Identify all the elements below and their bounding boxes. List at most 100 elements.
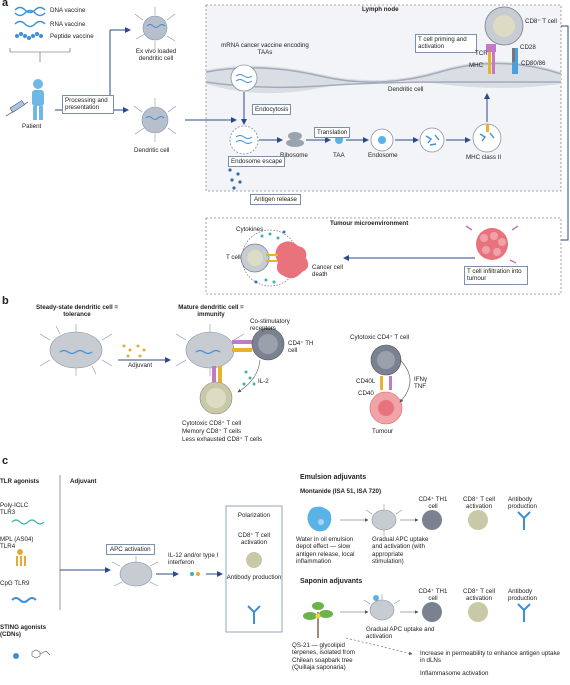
mature-title: Mature dendritic cell = immunity [178, 304, 244, 319]
lymph-node-title: Lymph node [362, 6, 399, 13]
cd40-label: CD40 [358, 390, 374, 397]
outcome-polarization: Polarization [237, 512, 271, 519]
cytotoxic-t-cell-icon [240, 243, 270, 273]
emulsion-antibody-label: Antibody production [508, 496, 537, 511]
saponin-title: Saponin adjuvants [300, 578, 363, 585]
soapbark-tree-icon [303, 602, 333, 638]
mhc-label: MHC [469, 62, 484, 69]
t-cell-label: T cell [226, 254, 241, 261]
cancer-cell-death-label: Cancer cell death [312, 264, 343, 279]
cpg-label: CpG TLR9 [0, 580, 30, 587]
saponin-antibody-label: Antibody production [508, 588, 537, 603]
cancer-cell-icon [275, 241, 309, 279]
inflammasome-label: Inflammasome activation [420, 670, 489, 677]
ifn-tnf-label: IFNγ TNF [414, 376, 428, 391]
endocytosis-box: Endocytosis [252, 104, 292, 116]
mpl-icon [16, 549, 26, 566]
processing-box: Processing and presentation [62, 95, 114, 114]
adjuvant-label-b: Adjuvant [128, 362, 153, 369]
outcome-cd8: CD8⁺ T cell activation [238, 532, 270, 547]
taa-label: TAA [333, 152, 345, 159]
cdn-molecule-icon [31, 649, 51, 659]
tumour-cell-icon [369, 391, 403, 425]
cd4-th-label: CD4⁺ TH cell [288, 340, 314, 355]
sting-blob-icon [13, 653, 19, 659]
apc-icon [111, 556, 159, 587]
ex-vivo-dendritic-cell-icon [134, 7, 176, 49]
montanide-title: Montanide (ISA 51, ISA 720) [300, 488, 382, 495]
bullet-1: Cytotoxic CD8⁺ T cell [182, 420, 242, 427]
mrna-vesicle-icon [230, 64, 258, 92]
rna-vaccine-icon [14, 20, 46, 28]
dna-vaccine-icon [14, 6, 46, 14]
endosome-escape-icon [229, 125, 259, 155]
cd8-outcome-icon [246, 552, 262, 568]
emulsion-cd8-icon [468, 510, 488, 530]
outcome-antibody: Antibody production [226, 574, 282, 581]
endosome-label: Endosome [368, 152, 398, 159]
costim-label: Co-stimulatory receptors [250, 318, 290, 333]
cd8-t-cell-label: CD8⁺ T cell [525, 18, 557, 25]
mrna-label: mRNA cancer vaccine encoding TAAs [221, 42, 309, 57]
panel-c-letter: c [2, 455, 9, 467]
emulsion-title: Emulsion adjuvants [300, 474, 367, 481]
translation-box: Translation [314, 127, 351, 139]
qs21-label: QS-21 — glycolipid terpenes, isolated fr… [292, 642, 355, 672]
poly-iclc-icon [11, 519, 45, 525]
tumour-label: Tumour [372, 428, 394, 435]
cytotoxic-cd4-t-cell-icon [370, 344, 402, 376]
panel-a-letter: a [2, 0, 9, 9]
water-oil-emulsion-icon [307, 506, 332, 532]
tcr-mhc-complex-icon [486, 44, 518, 74]
poly-iclc-label: Poly-ICLC TLR3 [0, 502, 29, 517]
peptide-vaccine-label: Peptide vaccine [50, 33, 94, 40]
apc-activation-box: APC activation [106, 544, 155, 556]
antigen-release-icon [228, 168, 242, 190]
steady-state-dc-icon [39, 324, 113, 376]
syringe-icon [5, 100, 29, 117]
cd28-label: CD28 [520, 44, 536, 51]
tlr-agonists-title: TLR agonists [0, 478, 40, 485]
dendritic-cell-membrane [206, 61, 561, 94]
mpl-label: MPL (AS04) TLR4 [0, 536, 34, 551]
cpg-icon [11, 597, 37, 603]
saponin-cd4-label: CD4⁺ TH1 cell [418, 588, 448, 603]
emulsion-antibody-icon [517, 511, 531, 530]
patient-icon [32, 79, 44, 120]
dna-vaccine-label: DNA vaccine [50, 7, 86, 14]
saponin-cd8-icon [468, 602, 488, 622]
tcr-label: TCR [475, 50, 488, 57]
dendritic-cell-icon [133, 98, 177, 142]
antibody-icon [247, 605, 261, 624]
ex-vivo-label: Ex vivo loaded dendritic cell [135, 48, 177, 63]
adjuvant-dots-icon [122, 344, 146, 358]
emulsion-cd8-label: CD8⁺ T cell activation [463, 496, 495, 511]
adjuvant-title-c: Adjuvant [70, 478, 97, 485]
panel-b-letter: b [2, 295, 9, 307]
il12-dots-icon [190, 572, 200, 576]
emulsion-cd4-icon [422, 510, 442, 530]
cd80-86-label: CD80/86 [521, 60, 546, 67]
patient-label: Patient [22, 123, 42, 130]
emulsion-cd4-label: CD4⁺ TH1 cell [418, 496, 448, 511]
gradual-apc-saponin-label: Gradual APC uptake and activation [366, 626, 435, 641]
saponin-cd8-label: CD8⁺ T cell activation [463, 588, 495, 603]
steady-state-title: Steady-state dendritic cell = tolerance [36, 304, 119, 319]
cd8-cytotoxic-cell-icon [199, 381, 233, 415]
ribosome-label: Ribosome [280, 152, 308, 159]
dendritic-cell-membrane-label: Dendritic cell [388, 86, 424, 93]
ribosome-icon [286, 132, 304, 147]
cd40l-label: CD40L [356, 378, 376, 385]
antigen-release-box: Antigen release [250, 194, 301, 206]
saponin-cd4-icon [422, 602, 442, 622]
il12-label: IL-12 and/or type I interferon [168, 552, 219, 567]
rna-vaccine-label: RNA vaccine [50, 21, 86, 28]
dendritic-cell-label: Dendritic cell [134, 147, 170, 154]
il2-label: IL-2 [258, 378, 269, 385]
peptide-vaccine-icon [15, 32, 43, 40]
processed-endosome-icon [419, 127, 445, 153]
bullet-3: Less exhausted CD8⁺ T cells [182, 436, 263, 443]
mhc-class-ii-label: MHC class II [466, 154, 502, 161]
